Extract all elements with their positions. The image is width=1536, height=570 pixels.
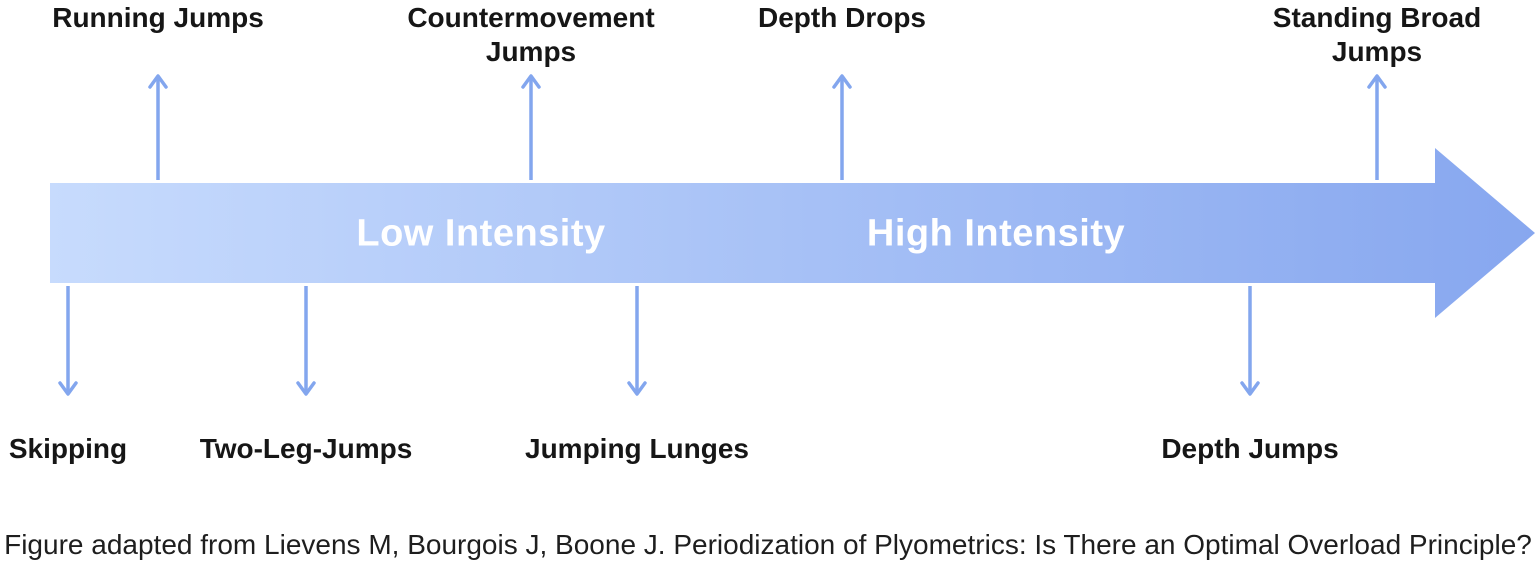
up-arrow-icon — [832, 74, 852, 180]
intensity-gradient-arrow — [50, 148, 1535, 318]
low-intensity-label: Low Intensity — [356, 212, 606, 255]
top-label-depth-drops: Depth Drops — [758, 2, 926, 33]
bottom-label-jumping-lunges: Jumping Lunges — [525, 433, 749, 464]
up-arrow-icon — [148, 74, 168, 180]
top-label-countermovement-jumps: Countermovement Jumps — [407, 2, 655, 67]
up-arrow-icon — [1367, 74, 1387, 180]
top-label-standing-broad-jumps: Standing Broad Jumps — [1272, 2, 1482, 67]
up-arrow-icon — [521, 74, 541, 180]
down-arrow-icon — [627, 286, 647, 396]
bottom-label-skipping: Skipping — [8, 433, 128, 464]
high-intensity-label: High Intensity — [866, 212, 1126, 255]
top-label-running-jumps: Running Jumps — [52, 2, 264, 33]
bottom-label-two-leg-jumps: Two-Leg-Jumps — [199, 433, 413, 464]
down-arrow-icon — [1240, 286, 1260, 396]
bottom-label-depth-jumps: Depth Jumps — [1161, 433, 1339, 464]
down-arrow-icon — [296, 286, 316, 396]
figure-source-caption: Figure adapted from Lievens M, Bourgois … — [4, 529, 1532, 560]
down-arrow-icon — [58, 286, 78, 396]
